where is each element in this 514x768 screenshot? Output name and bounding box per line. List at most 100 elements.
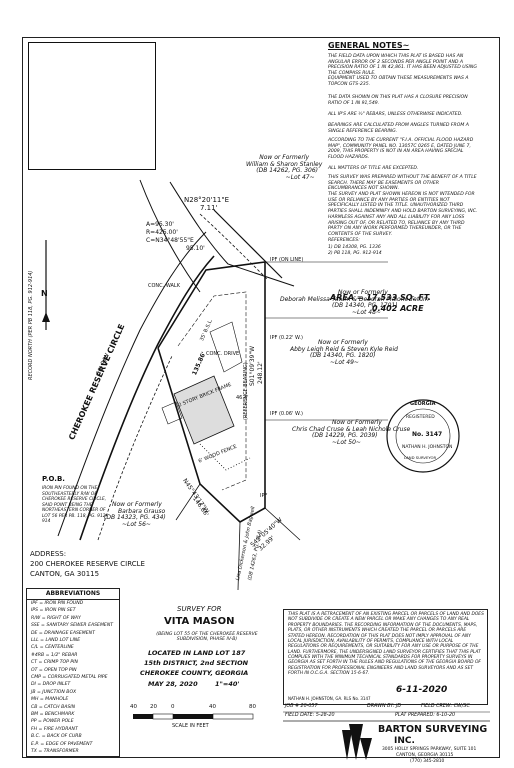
survey-district: 15th DISTRICT, 2nd SECTION: [144, 659, 249, 667]
parcel-boundary: [157, 261, 388, 591]
north-letter: N: [41, 289, 48, 298]
general-note: THIS SURVEY WAS PREPARED WITHOUT THE BEN…: [328, 175, 477, 192]
ipf-006-label: IPF (0.06' W.): [270, 411, 303, 417]
scale-tick-0: 0: [171, 704, 175, 710]
survey-date: MAY 28, 2020: [148, 680, 198, 688]
abbreviation-row: CB = CATCH BASIN: [31, 704, 76, 710]
abbreviation-row: PP = POWER POLE: [31, 719, 74, 725]
scale-bar: [133, 713, 254, 720]
abbreviation-row: LLL = LAND LOT LINE: [31, 638, 81, 643]
abbreviation-row: IPS = IRON PIN SET: [31, 608, 76, 614]
general-notes-title: GENERAL NOTES~: [328, 41, 410, 50]
abbreviation-row: R/W = RIGHT OF WAY: [31, 615, 81, 621]
survey-scale: 1"=40': [215, 680, 240, 688]
company-city: CANTON, GEORGIA 30115: [396, 753, 454, 758]
general-note: THE FIELD DATA UPON WHICH THIS PLAT IS B…: [328, 54, 477, 77]
general-note: ACCORDING TO THE CURRENT "F.I.A. OFFICIA…: [328, 138, 474, 161]
abbreviation-row: SSE = SANITARY SEWER EASEMENT: [31, 623, 114, 629]
signer: NATHAN H. JOHNSTON, GA. RLS No. 3147: [288, 696, 371, 701]
abbreviations-title: ABBREVIATIONS: [27, 589, 119, 600]
survey-for: SURVEY FOR: [177, 605, 222, 613]
record-north-label: RECORD NORTH (PER PB 118, PG. 912-914): [28, 270, 34, 380]
curve-arc: A=95.30': [146, 221, 174, 228]
house-footprint: [161, 375, 235, 445]
general-note: BEARINGS ARE CALCULATED FROM ANGLES TURN…: [328, 123, 469, 134]
reference-item: 2) PB 118, PG. 912-914: [328, 251, 382, 256]
survey-being: (BEING LOT 55 OF THE CHEROKEE RESERVE SU…: [156, 632, 258, 642]
abbreviation-row: C/L = CENTERLINE: [31, 645, 74, 651]
area-acre: 0.402 ACRE: [372, 304, 424, 313]
survey-county: CHEROKEE COUNTY, GEORGIA: [140, 669, 249, 677]
plat-prepared: PLAT PREPARED: 6-10-20: [395, 713, 456, 718]
reference-item: 1) DB 14308, PG. 1336: [328, 245, 381, 250]
certification-text: THIS PLAT IS A RETRACEMENT OF AN EXISTIN…: [288, 612, 484, 677]
survey-client: VITA MASON: [164, 616, 235, 627]
field-crew: FIELD CREW: CW/SC: [421, 704, 470, 709]
address-city: CANTON, GA 30115: [30, 570, 100, 578]
general-note: ALL IP'S ARE ½" REBARS, UNLESS OTHERWISE…: [328, 112, 463, 117]
abbreviation-row: MH = MANHOLE: [31, 697, 69, 703]
conc-walk-label: CONC. WALK: [148, 283, 180, 289]
seal-registered: REGISTERED: [406, 415, 435, 420]
curve-chord-dist: 95.10': [186, 245, 205, 252]
east-bearing: S01°09'39"W: [249, 345, 256, 386]
recording-box: [28, 42, 156, 170]
abbreviation-row: DI = DROP INLET: [31, 682, 71, 688]
abbreviation-row: FH = FIRE HYDRANT: [31, 726, 78, 732]
ipf-label: IPF: [260, 493, 268, 499]
dist-464: 46.4': [236, 395, 249, 401]
curve-radius: R=425.00': [146, 229, 178, 236]
ipf-022-label: IPF (0.22' W.): [270, 335, 303, 341]
seal-number: No. 3147: [412, 431, 443, 438]
abbreviation-row: #4RB = 1/2" REBAR: [31, 652, 78, 658]
abbreviation-row: IPF = IRON PIN FOUND: [31, 601, 84, 606]
seal-land-surveyor: LAND SURVEYOR: [404, 455, 437, 460]
curve-bearing-top: N28°20'11"E: [184, 196, 230, 204]
scale-tick-40a: 40: [130, 704, 137, 710]
abbreviation-row: BM = BENCHMARK: [31, 712, 75, 717]
references-title: REFERENCES:: [328, 238, 360, 243]
pob-title: P.O.B.: [42, 475, 65, 483]
scale-tick-80: 80: [249, 704, 256, 710]
abbreviations-box: ABBREVIATIONS IPF = IRON PIN FOUND IPS = …: [26, 588, 120, 757]
field-date: FIELD DATE: 5-28-20: [285, 713, 335, 718]
abbreviation-row: DE = DRAINAGE EASEMENT: [31, 630, 95, 636]
abbreviation-row: B.C. = BACK OF CURB: [31, 734, 82, 740]
scale-label: SCALE IN FEET: [172, 723, 209, 729]
curve-chord-bearing: C=N34°48'55"E: [146, 237, 194, 244]
conc-drive-label: CONC. DRIVE: [206, 351, 240, 357]
general-note: EQUIPMENT USED TO OBTAIN THESE MEASUREME…: [328, 76, 469, 87]
owner-lot56: Now or Formerly Barbara Grauso (DB 14323…: [104, 501, 166, 528]
east-distance: 248.12': [257, 361, 264, 384]
signature-date: 6-11-2020: [396, 685, 448, 695]
company-inc: INC.: [394, 736, 415, 746]
owner-lot49: Now or Formerly Abby Leigh Reid & Steven…: [290, 339, 398, 366]
company-name: BARTON SURVEYING: [378, 724, 488, 735]
abbreviation-row: CT = CRIMP TOP PIN: [31, 660, 78, 666]
scale-tick-40b: 40: [209, 704, 216, 710]
general-note: THE SURVEY AND PLAT SHOWN HEREON IS NOT …: [328, 192, 478, 238]
job-table: JOB # 20-057 DRAWN BY: JD FIELD CREW: CW…: [283, 703, 490, 721]
seal-state: GEORGIA: [410, 401, 436, 407]
scale-tick-20: 20: [150, 704, 157, 710]
owner-lot47: Now or Formerly William & Sharon Stanley…: [246, 154, 323, 181]
ipf-online-label: IPF (ON LINE): [270, 257, 304, 263]
seal-name: NATHAN H. JOHNSTON: [402, 445, 453, 450]
abbreviation-row: E.P. = EDGE OF PAVEMENT: [31, 741, 93, 747]
owner-lot48: Now or Formerly Deborah Melissa Tatum & …: [280, 289, 429, 316]
curve-dist-top: 7.11': [200, 204, 218, 212]
area-sqft: AREA = 17,533 SQ. FT.: [330, 293, 431, 302]
general-note: ALL MATTERS OF TITLE ARE EXCEPTED.: [328, 166, 419, 171]
address-label: ADDRESS:: [30, 550, 67, 558]
abbreviation-row: OT = OPEN TOP PIN: [31, 667, 77, 673]
abbreviation-row: JB = JUNCTION BOX: [31, 689, 77, 695]
certification-box: THIS PLAT IS A RETRACEMENT OF AN EXISTIN…: [283, 609, 488, 705]
north-arrow: [42, 240, 50, 330]
general-note: THE DATA SHOWN ON THIS PLAT HAS A CLOSUR…: [328, 95, 468, 106]
company-address: 3005 HOLLY SPRINGS PARKWAY, SUITE 101: [382, 747, 477, 752]
address-street: 200 CHEROKEE RESERVE CIRCLE: [30, 560, 145, 568]
abbreviation-row: TX = TRANSFORMER: [31, 749, 79, 754]
reference-bearing: (REFERENCE BEARING): [243, 362, 249, 420]
survey-land-lot: LOCATED IN LAND LOT 187: [148, 649, 246, 657]
